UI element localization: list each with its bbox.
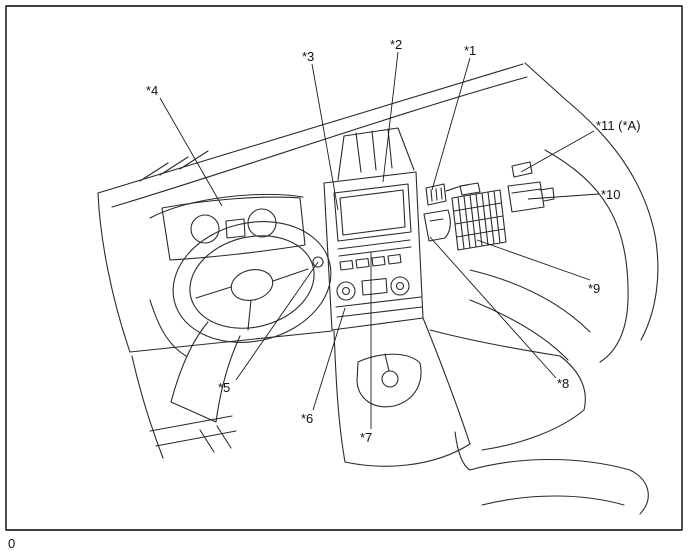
side-bracket xyxy=(507,181,555,213)
wire-connector xyxy=(425,183,469,206)
callout-label-6: *6 xyxy=(301,411,314,426)
instrument-cluster xyxy=(149,193,306,261)
figure-border xyxy=(5,5,683,531)
leader-3 xyxy=(311,63,339,211)
callout-label-9: *9 xyxy=(588,281,601,296)
leader-4 xyxy=(159,97,223,207)
upper-vent xyxy=(337,127,415,181)
callout-label-3: *3 xyxy=(302,49,315,64)
leader-5 xyxy=(235,261,319,381)
center-console xyxy=(333,317,586,467)
leader-6 xyxy=(312,307,346,411)
retainer-clip xyxy=(511,161,533,178)
junction-block xyxy=(451,182,507,251)
callout-label-4: *4 xyxy=(146,83,159,98)
passenger-dash xyxy=(469,62,659,363)
callout-label-8: *8 xyxy=(557,376,570,391)
steering-wheel xyxy=(172,221,332,343)
callout-label-5: *5 xyxy=(218,380,231,395)
seat-and-floor xyxy=(454,431,649,515)
leader-9 xyxy=(476,239,591,281)
lower-left-trim xyxy=(131,299,237,459)
mount-bracket xyxy=(423,209,451,242)
callout-label-7: *7 xyxy=(360,430,373,445)
dash-top-edge xyxy=(97,63,528,353)
callout-label-2: *2 xyxy=(390,37,403,52)
leader-11 xyxy=(520,130,595,173)
callout-label-1: *1 xyxy=(464,43,477,58)
leader-8 xyxy=(429,236,557,379)
leader-2 xyxy=(382,51,399,183)
callout-label-10: *10 xyxy=(601,187,621,202)
page-marker: 0 xyxy=(8,536,16,551)
callout-label-11: *11 (*A) xyxy=(596,118,641,133)
steering-column xyxy=(170,321,241,423)
center-stack xyxy=(312,171,424,331)
leader-lines xyxy=(159,51,600,429)
leader-10 xyxy=(527,193,600,200)
leader-1 xyxy=(431,57,471,191)
